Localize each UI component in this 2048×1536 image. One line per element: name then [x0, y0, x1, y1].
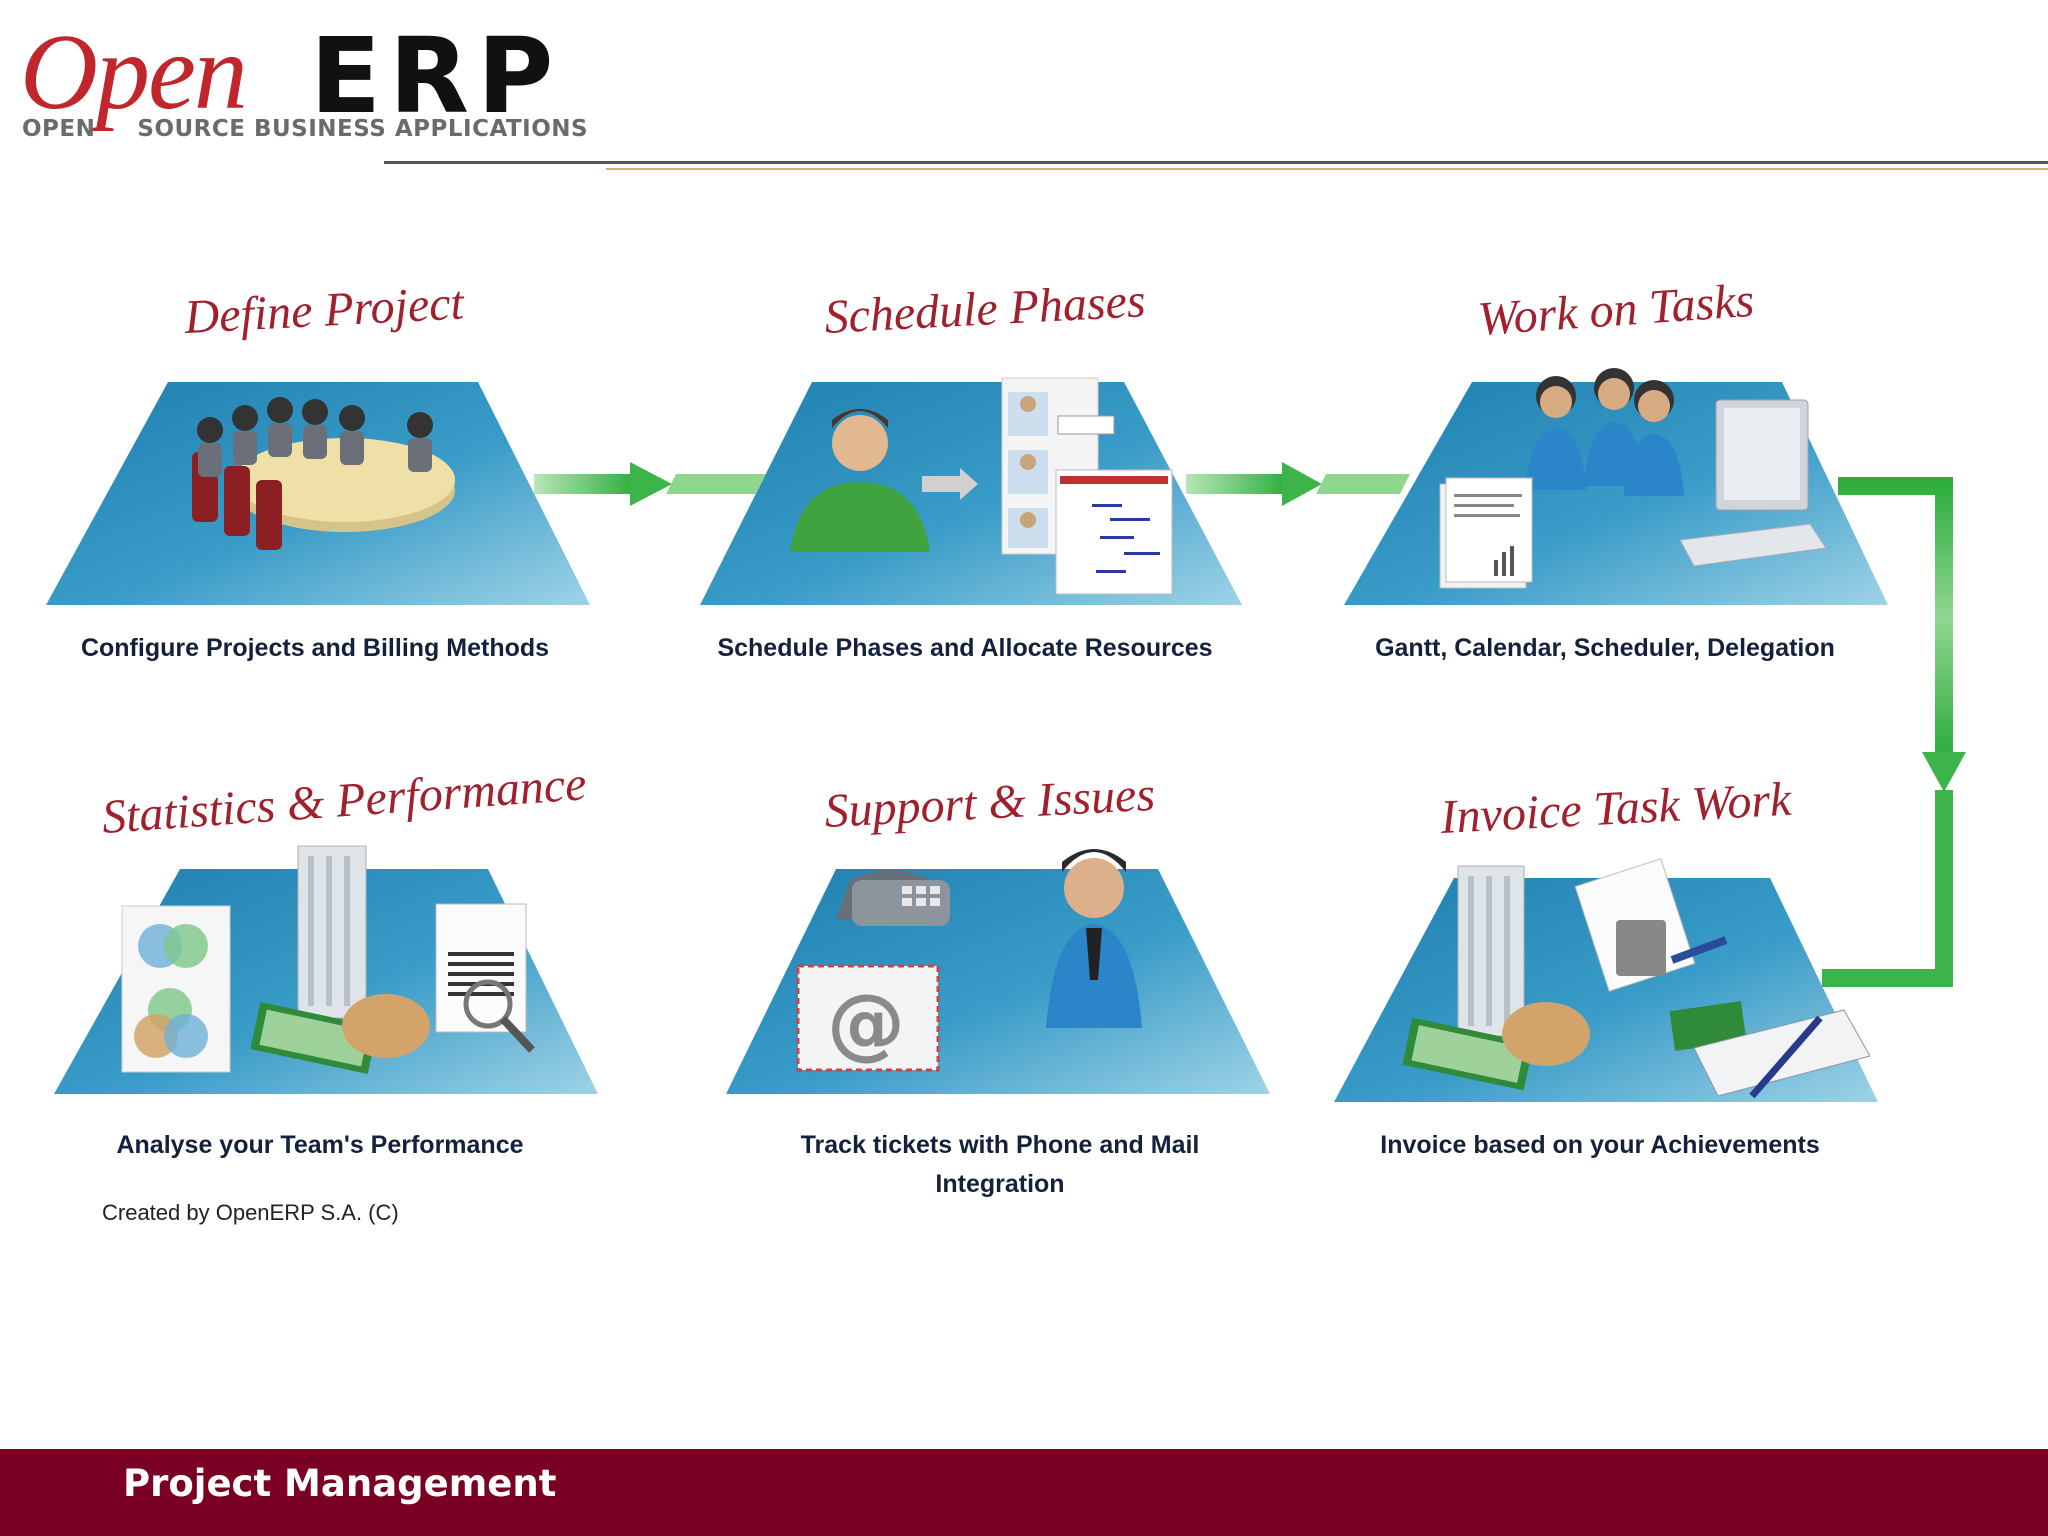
- step-caption-schedule-phases: Schedule Phases and Allocate Resources: [717, 634, 1213, 662]
- statistics-icon: [121, 845, 535, 1074]
- team-computer-icon: [1439, 368, 1827, 589]
- meeting-team-icon: [192, 397, 455, 550]
- invoice-icon: [1402, 858, 1871, 1099]
- arrow-right-icon: [1186, 462, 1410, 506]
- step-caption-invoice: Invoice based on your Achievements: [1380, 1131, 1820, 1159]
- logo-tagline-left: OPEN: [22, 116, 96, 142]
- logo-tagline: OPEN SOURCE BUSINESS APPLICATIONS: [22, 116, 588, 142]
- logo-tagline-right: SOURCE BUSINESS APPLICATIONS: [137, 116, 589, 142]
- resource-allocation-icon: [790, 377, 1173, 595]
- step-caption-support: Track tickets with Phone and Mail Integr…: [800, 1131, 1200, 1198]
- footer-title: Project Management: [123, 1462, 557, 1505]
- at-sign-icon: @: [827, 979, 905, 1069]
- support-icon: @: [796, 849, 1142, 1072]
- step-caption-define-project: Configure Projects and Billing Methods: [80, 634, 550, 662]
- header-rule-gold: [606, 168, 2048, 170]
- arrow-right-icon: [534, 462, 766, 506]
- step-caption-work-on-tasks: Gantt, Calendar, Scheduler, Delegation: [1375, 634, 1835, 662]
- logo-erp-text: ERP: [310, 15, 562, 137]
- logo-open-text: Open: [20, 13, 248, 132]
- credit-text: Created by OpenERP S.A. (C): [102, 1200, 399, 1225]
- arrow-down-icon: [1822, 477, 1966, 987]
- footer-bar: [0, 1449, 2048, 1536]
- header-rule-dark: [384, 161, 2048, 164]
- step-caption-statistics: Analyse your Team's Performance: [116, 1131, 524, 1159]
